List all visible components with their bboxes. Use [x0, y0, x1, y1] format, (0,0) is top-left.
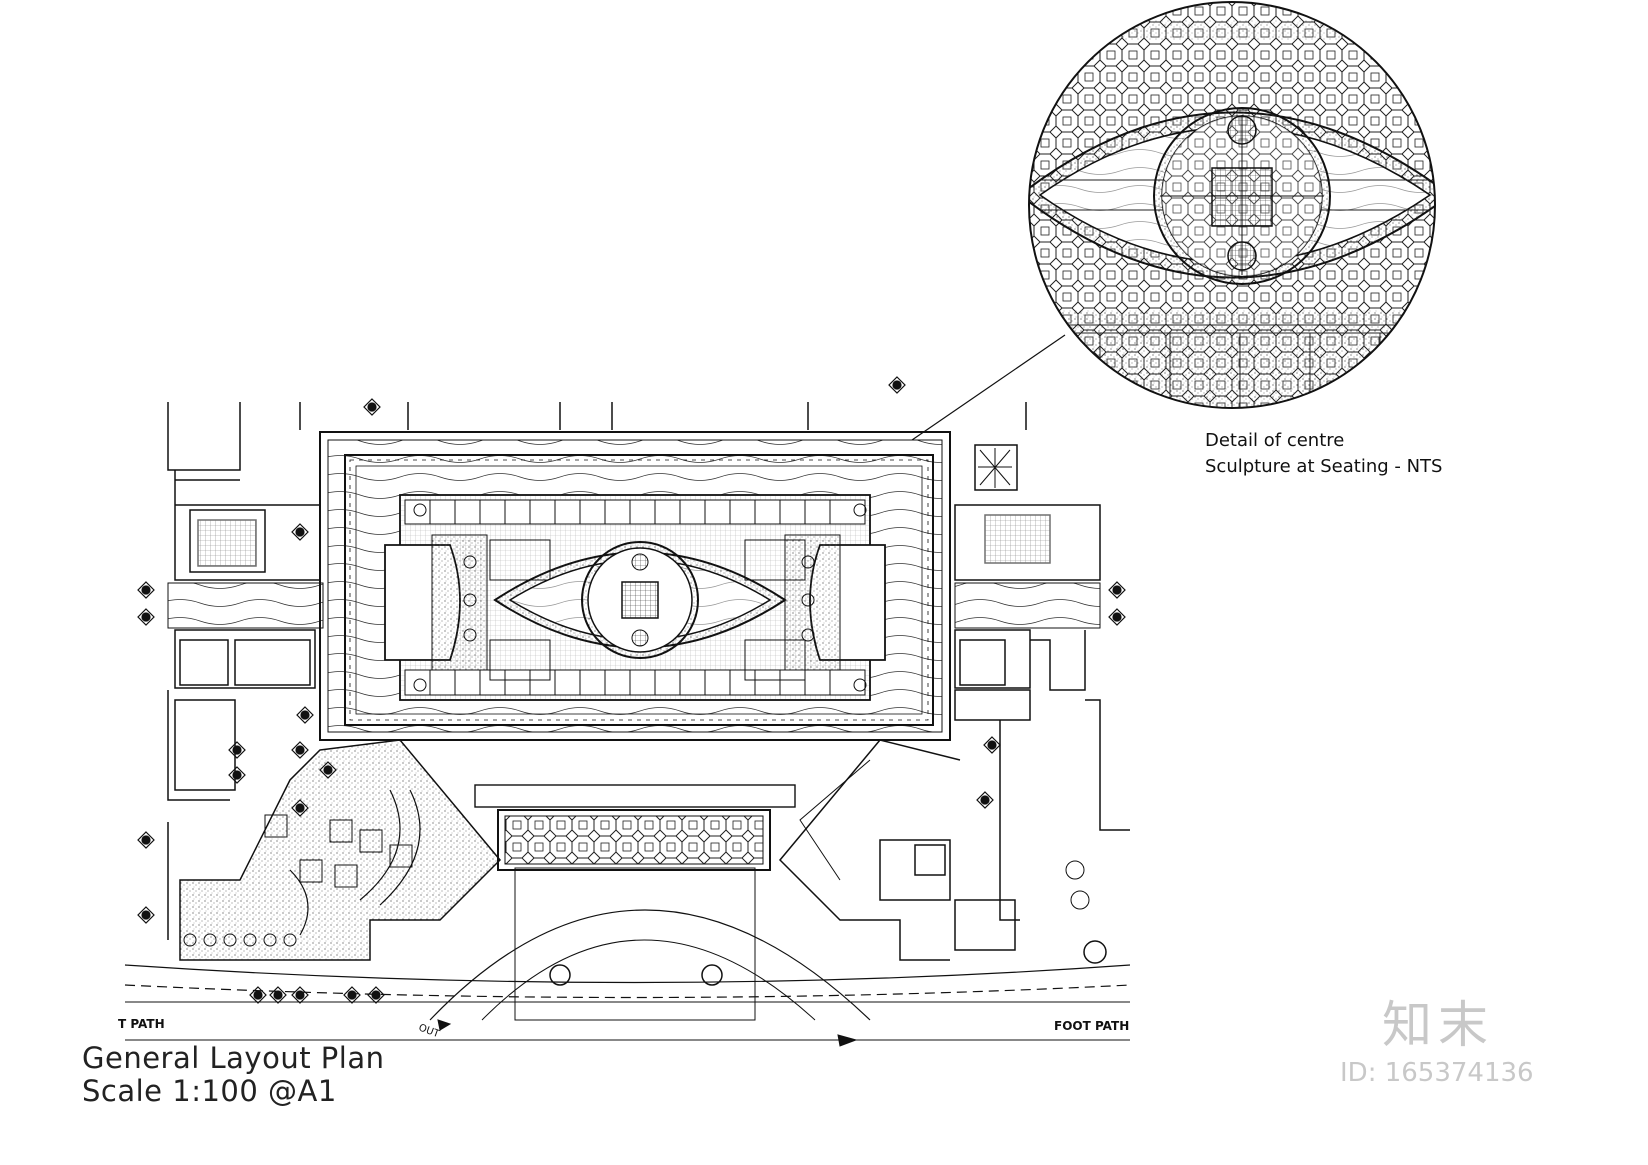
- detail-caption-line2: Sculpture at Seating - NTS: [1205, 456, 1443, 477]
- plan-title: General Layout Plan Scale 1:100 @A1: [82, 1042, 385, 1108]
- detail-caption-line1: Detail of centre: [1205, 430, 1345, 451]
- detail-caption: Detail of centre Sculpture at Seating - …: [1205, 428, 1442, 480]
- watermark-id: ID: 165374136: [1340, 1058, 1534, 1088]
- site-plan: [124, 376, 1131, 1047]
- centre-sculpture-detail: [911, 1, 1436, 441]
- foot-path-label-right: FOOT PATH: [1054, 1019, 1129, 1033]
- watermark-logo: 知末: [1382, 996, 1494, 1054]
- foot-path-label-left: T PATH: [118, 1017, 165, 1031]
- out-arrow-label: OUT: [417, 1022, 442, 1040]
- plan-title-name: General Layout Plan: [82, 1041, 385, 1075]
- plan-scale: Scale 1:100 @A1: [82, 1074, 337, 1108]
